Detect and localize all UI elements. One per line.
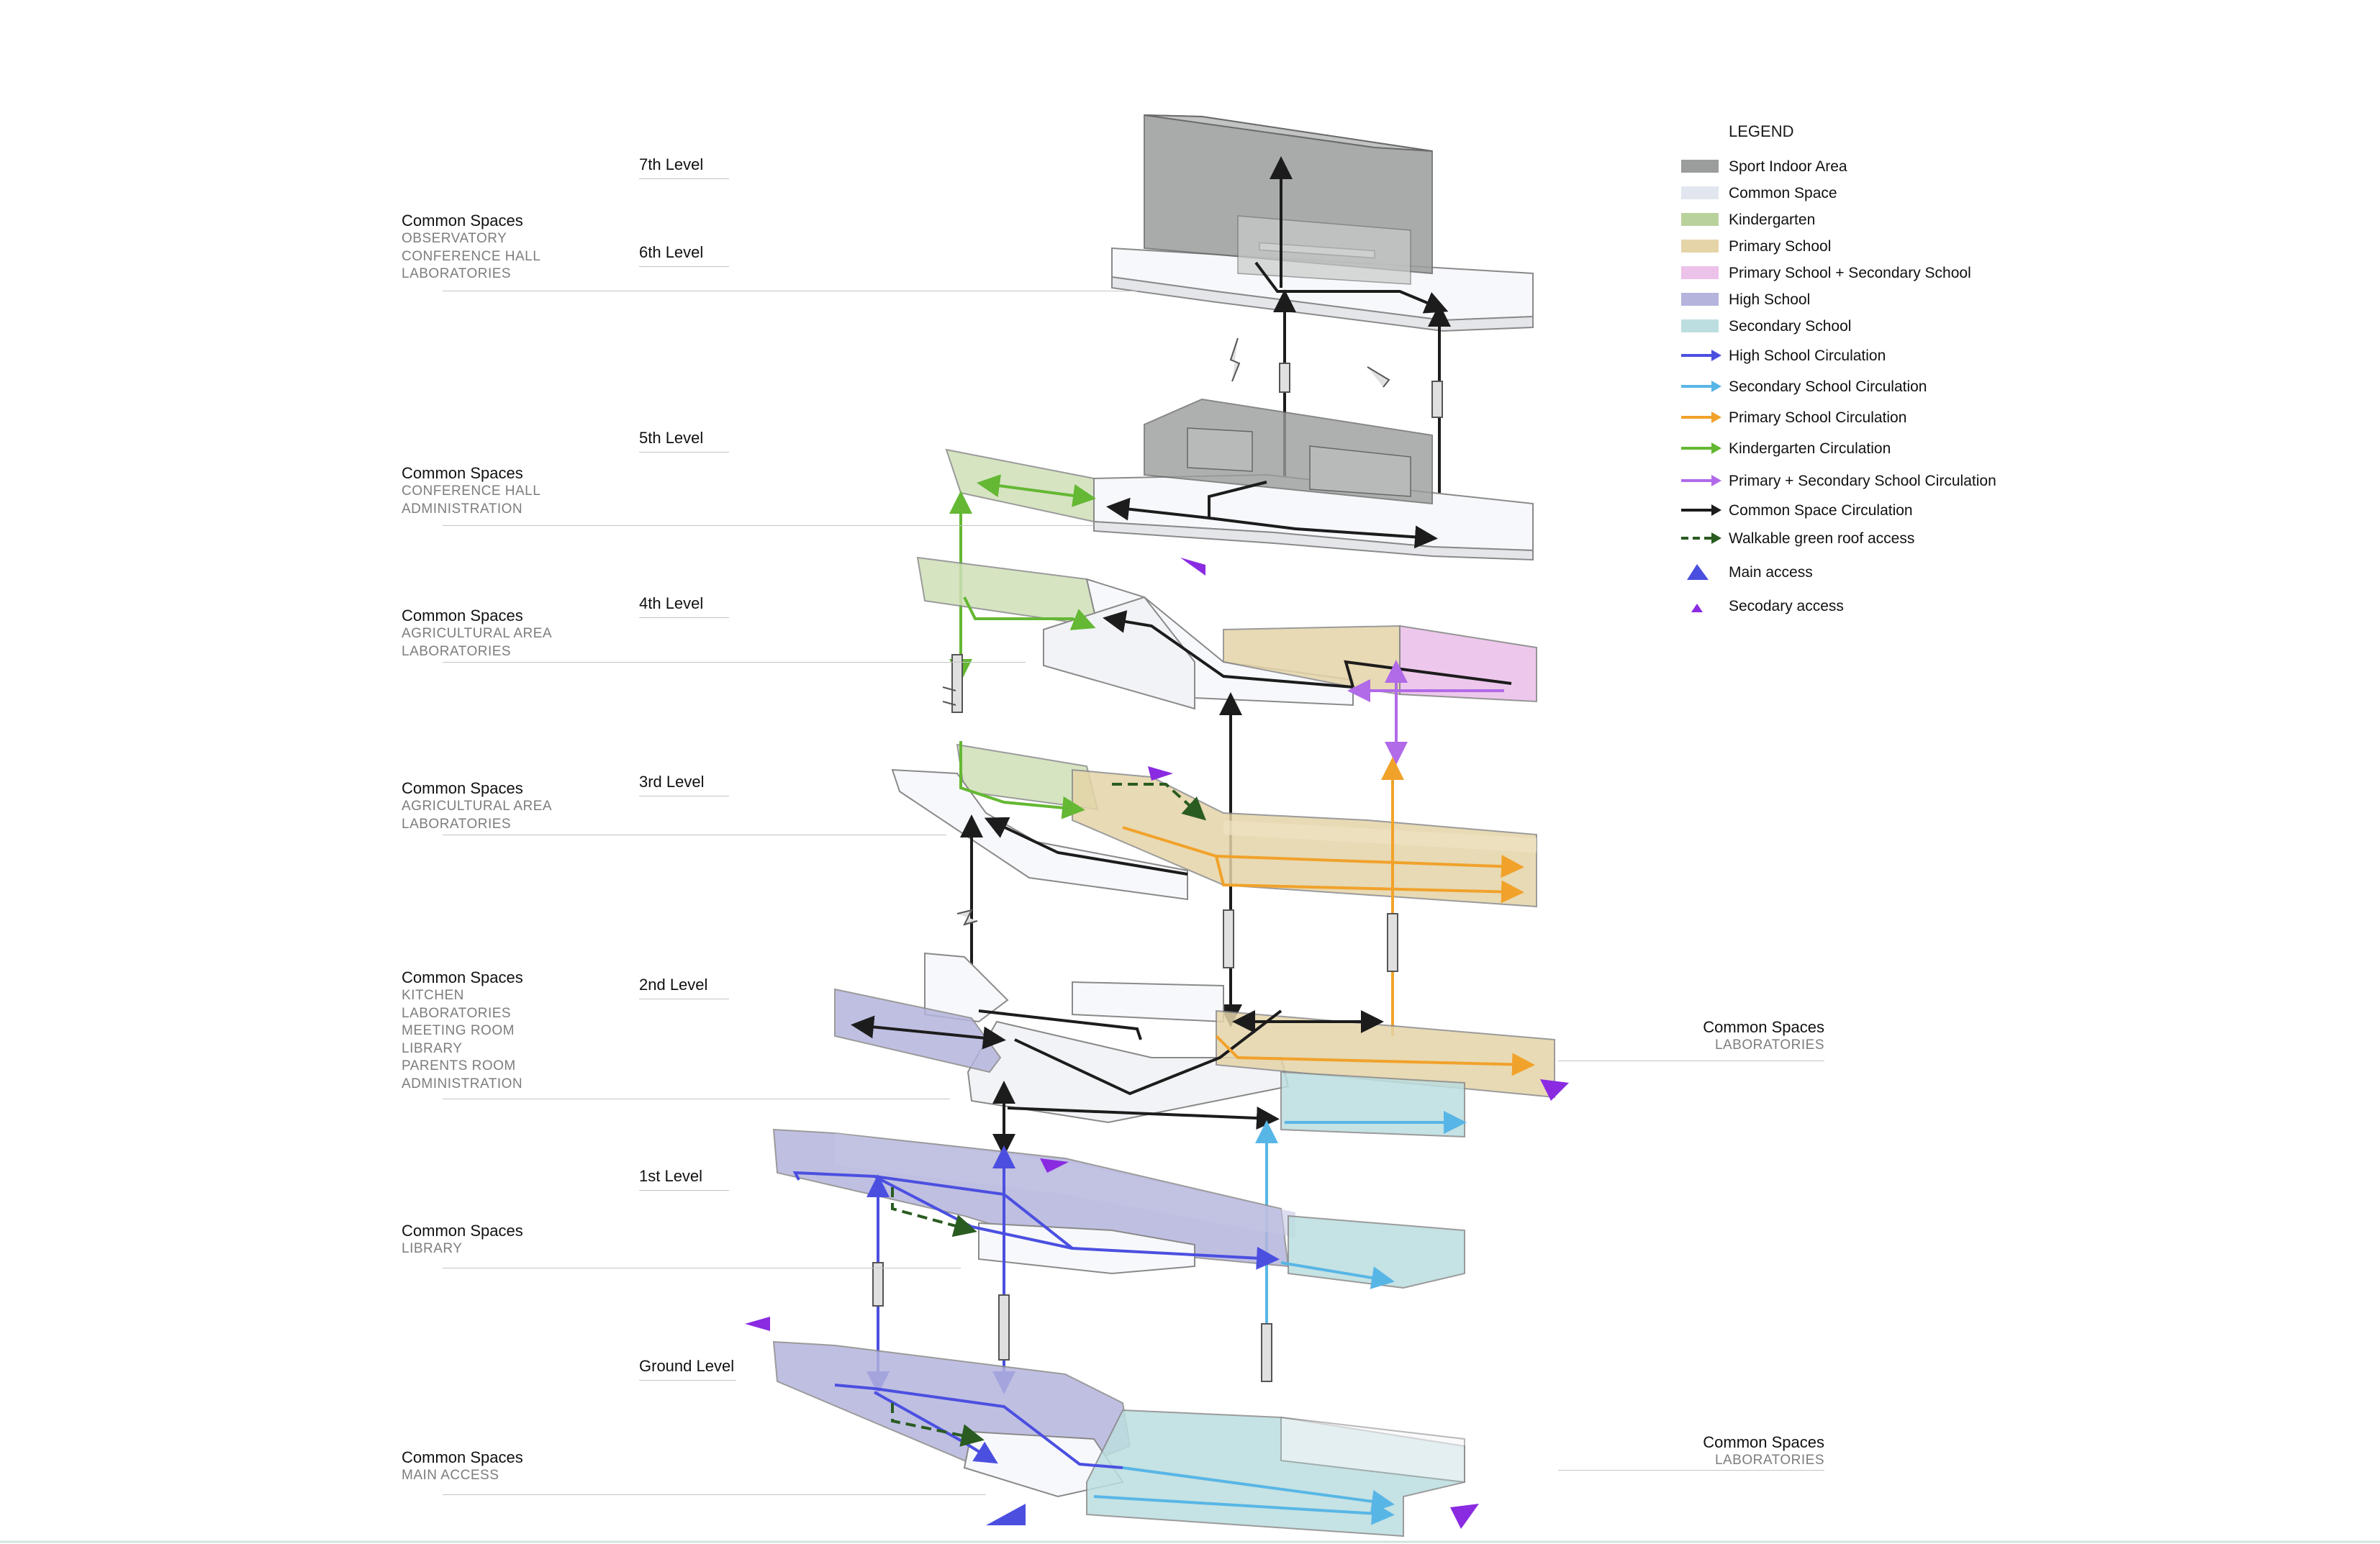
swatch (1681, 240, 1719, 253)
common-spaces-3: Common Spaces AGRICULTURAL AREA LABORATO… (402, 779, 553, 832)
level-rule-4 (639, 617, 729, 618)
level-label-6: 6th Level (639, 243, 704, 261)
leader-ground (443, 1494, 986, 1495)
legend-item-secondary-circulation: Secondary School Circulation (1677, 374, 2109, 401)
common-spaces-4: Common Spaces AGRICULTURAL AREA LABORATO… (402, 607, 553, 659)
arrow-icon (1681, 475, 1721, 486)
arrow-icon (1681, 381, 1721, 392)
leader-5 (443, 525, 1094, 526)
main-access-ground (986, 1504, 1026, 1525)
level-label-7: 7th Level (639, 155, 704, 173)
dashed-arrow-icon (1681, 532, 1721, 544)
legend-item-high-school: High School (1677, 287, 2109, 314)
level-label-5: 5th Level (639, 429, 704, 447)
level-5-circulation (949, 474, 1438, 682)
legend-item-sport-indoor: Sport Indoor Area (1677, 154, 2109, 181)
secondary-access-3 (1148, 766, 1173, 781)
level-rule-7 (639, 178, 729, 179)
level-2-secondary (1280, 1071, 1465, 1138)
legend-item-secondary-school: Secondary School (1677, 314, 2109, 340)
stair-icons-3-2 (956, 909, 1398, 972)
level-1-secondary (1288, 1214, 1465, 1289)
arrow-icon (1681, 504, 1721, 516)
legend-item-primary-circulation: Primary School Circulation (1677, 405, 2109, 432)
arrow-icon (1681, 442, 1721, 454)
swatch (1681, 213, 1719, 226)
level-rule-6 (639, 266, 729, 267)
level-rule-5 (639, 452, 729, 453)
legend-item-primary-school: Primary School (1677, 234, 2109, 260)
level-label-2: 2nd Level (639, 976, 708, 994)
legend-item-kindergarten: Kindergarten (1677, 207, 2109, 234)
swatch (1681, 160, 1719, 173)
common-spaces-5: Common Spaces CONFERENCE HALL ADMINISTRA… (402, 464, 541, 517)
right-common-spaces-2: Common Spaces LABORATORIES (1703, 1018, 1824, 1053)
level-2-common (924, 952, 1290, 1124)
level-4-kindergarten (916, 556, 1099, 627)
stair-icons-6-5 (1229, 337, 1443, 418)
secondary-access-triangle-icon (1691, 604, 1703, 612)
legend-item-kindergarten-circulation: Kindergarten Circulation (1677, 436, 2109, 463)
right-leader-ground (1558, 1470, 1824, 1471)
legend-item-main-access: Main access (1677, 560, 2109, 586)
common-spaces-2: Common Spaces KITCHEN LABORATORIES MEETI… (402, 968, 523, 1091)
legend: LEGEND Sport Indoor Area Common Space Ki… (1677, 122, 2109, 620)
level-3-common (891, 768, 1188, 901)
legend-item-green-roof-access: Walkable green roof access (1677, 526, 2109, 553)
legend-item-high-school-circulation: High School Circulation (1677, 343, 2109, 370)
sport-indoor-area-lower (1144, 398, 1433, 505)
legend-item-secondary-access: Secodary access (1677, 594, 2109, 620)
level-5-kindergarten (945, 448, 1095, 523)
level-label-3: 3rd Level (639, 773, 705, 791)
common-spaces-6: Common Spaces OBSERVATORY CONFERENCE HAL… (402, 212, 541, 281)
common-spaces-1: Common Spaces LIBRARY (402, 1222, 523, 1256)
secondary-access-2 (1540, 1079, 1569, 1101)
swatch (1681, 186, 1719, 199)
sport-indoor-area-upper (1144, 114, 1433, 285)
arrow-icon (1681, 412, 1721, 423)
level-rule-1 (639, 1190, 729, 1191)
common-spaces-ground: Common Spaces MAIN ACCESS (402, 1448, 523, 1483)
legend-item-primary-secondary-circulation: Primary + Secondary School Circulation (1677, 468, 2109, 495)
main-access-triangle-icon (1687, 564, 1709, 580)
ground-circulation (834, 1384, 1395, 1525)
arrow-icon (1681, 350, 1721, 361)
level-label-1: 1st Level (639, 1167, 703, 1185)
swatch (1681, 319, 1719, 332)
swatch (1681, 266, 1719, 279)
level-rule-ground (639, 1380, 736, 1381)
secondary-access-1a (1040, 1158, 1069, 1173)
secondary-access-1b (745, 1317, 770, 1331)
leader-4 (443, 662, 1026, 663)
swatch (1681, 293, 1719, 306)
right-common-spaces-ground: Common Spaces LABORATORIES (1703, 1433, 1824, 1468)
secondary-access-ground (1450, 1504, 1479, 1529)
legend-item-primary-secondary: Primary School + Secondary School (1677, 260, 2109, 287)
legend-title: LEGEND (1729, 122, 1794, 140)
level-label-ground: Ground Level (639, 1357, 735, 1375)
ground-slab-extension (1280, 1416, 1465, 1484)
legend-item-common-circulation: Common Space Circulation (1677, 498, 2109, 524)
level-label-4: 4th Level (639, 594, 704, 612)
stair-icons-1-g (872, 1262, 1272, 1382)
legend-item-common-space: Common Space (1677, 181, 2109, 207)
stair-icons-4-3 (942, 654, 963, 713)
secondary-access-5 (1180, 558, 1205, 576)
